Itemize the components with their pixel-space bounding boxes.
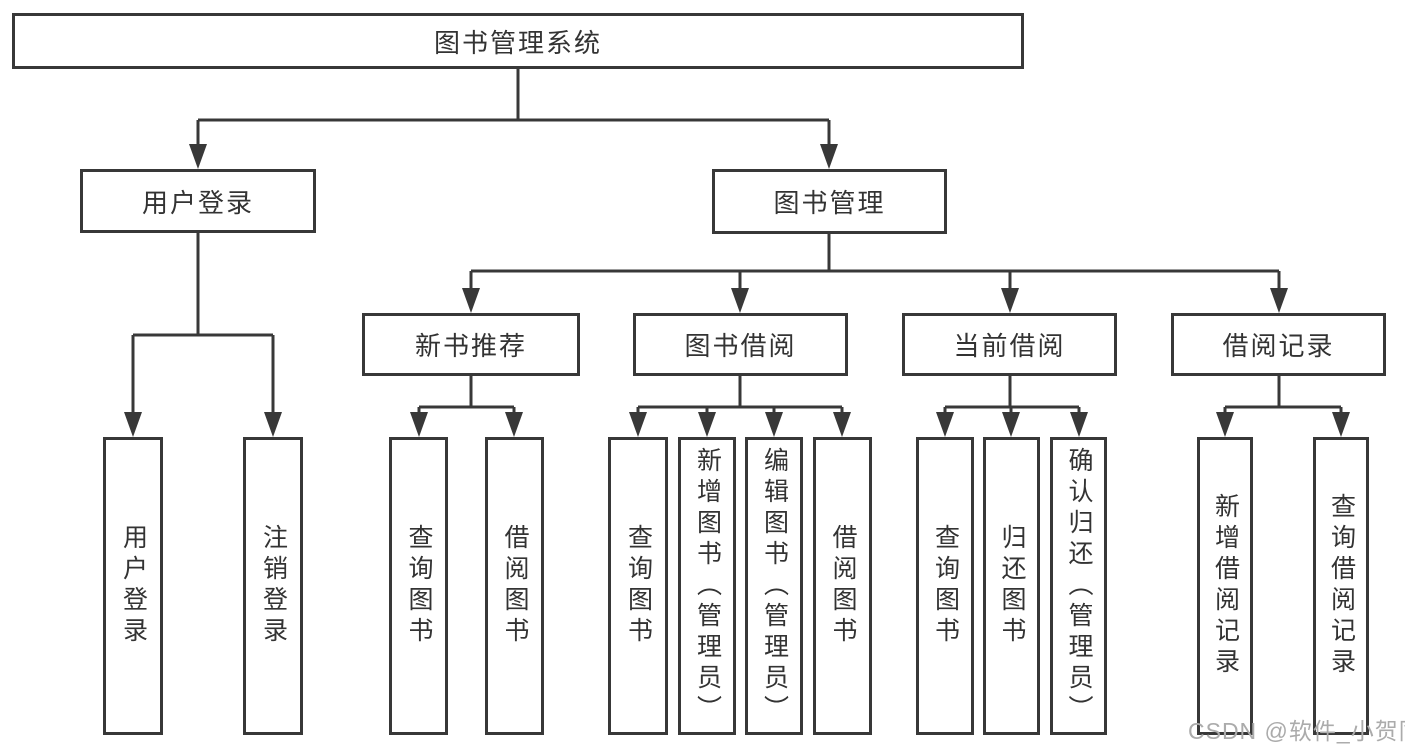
connector-bookborrow-to-children (636, 376, 844, 418)
node-label: 新书推荐 (414, 331, 527, 361)
leaf-add-borrow-record: 新增借阅记录 (1197, 437, 1253, 735)
arrowheads-bookborrow-children (629, 412, 851, 437)
node-label: 图书借阅 (684, 331, 797, 361)
node-label: 编辑图书（管理员） (760, 446, 789, 726)
node-label: 借阅图书 (501, 524, 529, 648)
leaf-query-borrow-record: 查询借阅记录 (1313, 437, 1369, 735)
connector-borrowrecords-to-children (1223, 376, 1343, 418)
csdn-watermark: CSDN @软件_小贺同学 (1188, 718, 1405, 744)
node-label: 图书管理 (773, 188, 886, 218)
node-book-management: 图书管理 (712, 169, 947, 234)
leaf-user-login: 用户登录 (103, 437, 163, 735)
node-label: 借阅图书 (829, 524, 857, 648)
node-current-borrowing: 当前借阅 (902, 313, 1117, 376)
connector-bookmgmt-to-level3 (469, 234, 1281, 294)
node-label: 查询借阅记录 (1327, 493, 1356, 679)
connector-newbookrec-to-children (417, 376, 516, 418)
leaf-return-book: 归还图书 (983, 437, 1040, 735)
node-label: 注销登录 (259, 524, 288, 648)
arrowheads-newbookrec-children (410, 412, 523, 437)
node-label: 确认归还（管理员） (1065, 446, 1093, 726)
arrowheads-borrowrecords-children (1216, 412, 1350, 437)
leaf-borrow-books-borrowing: 借阅图书 (813, 437, 872, 735)
leaf-logout: 注销登录 (243, 437, 303, 735)
node-label: 借阅记录 (1222, 331, 1335, 361)
node-label: 新增借阅记录 (1211, 493, 1240, 679)
leaf-query-books-current: 查询图书 (916, 437, 974, 735)
node-label: 查询图书 (405, 524, 433, 648)
node-borrowing-records: 借阅记录 (1171, 313, 1386, 376)
connector-root-to-level2 (196, 69, 831, 150)
node-label: 查询图书 (624, 524, 653, 648)
node-new-book-recommendation: 新书推荐 (362, 313, 580, 376)
node-label: 用户登录 (141, 187, 254, 218)
node-book-borrowing: 图书借阅 (633, 313, 848, 376)
arrowheads-level3 (462, 288, 1288, 313)
node-label: 用户登录 (119, 524, 148, 648)
node-root-library-system: 图书管理系统 (12, 13, 1024, 69)
arrowheads-userlogin-children (124, 412, 282, 437)
leaf-add-book-admin: 新增图书（管理员） (678, 437, 736, 735)
node-label: 查询图书 (931, 524, 960, 648)
node-label: 归还图书 (998, 524, 1026, 648)
leaf-edit-book-admin: 编辑图书（管理员） (745, 437, 803, 735)
arrowheads-level2 (189, 144, 838, 169)
connector-currentborrow-to-children (943, 376, 1081, 418)
node-user-login: 用户登录 (80, 169, 316, 233)
node-label: 图书管理系统 (433, 27, 602, 58)
leaf-borrow-books-recommendation: 借阅图书 (485, 437, 544, 735)
node-label: 当前借阅 (953, 331, 1066, 361)
leaf-query-books-borrowing: 查询图书 (608, 437, 668, 735)
node-label: 新增图书（管理员） (693, 446, 722, 726)
leaf-query-books-recommendation: 查询图书 (389, 437, 448, 735)
leaf-confirm-return-admin: 确认归还（管理员） (1050, 437, 1107, 735)
connector-userlogin-to-children (131, 233, 275, 418)
arrowheads-currentborrow-children (936, 412, 1088, 437)
